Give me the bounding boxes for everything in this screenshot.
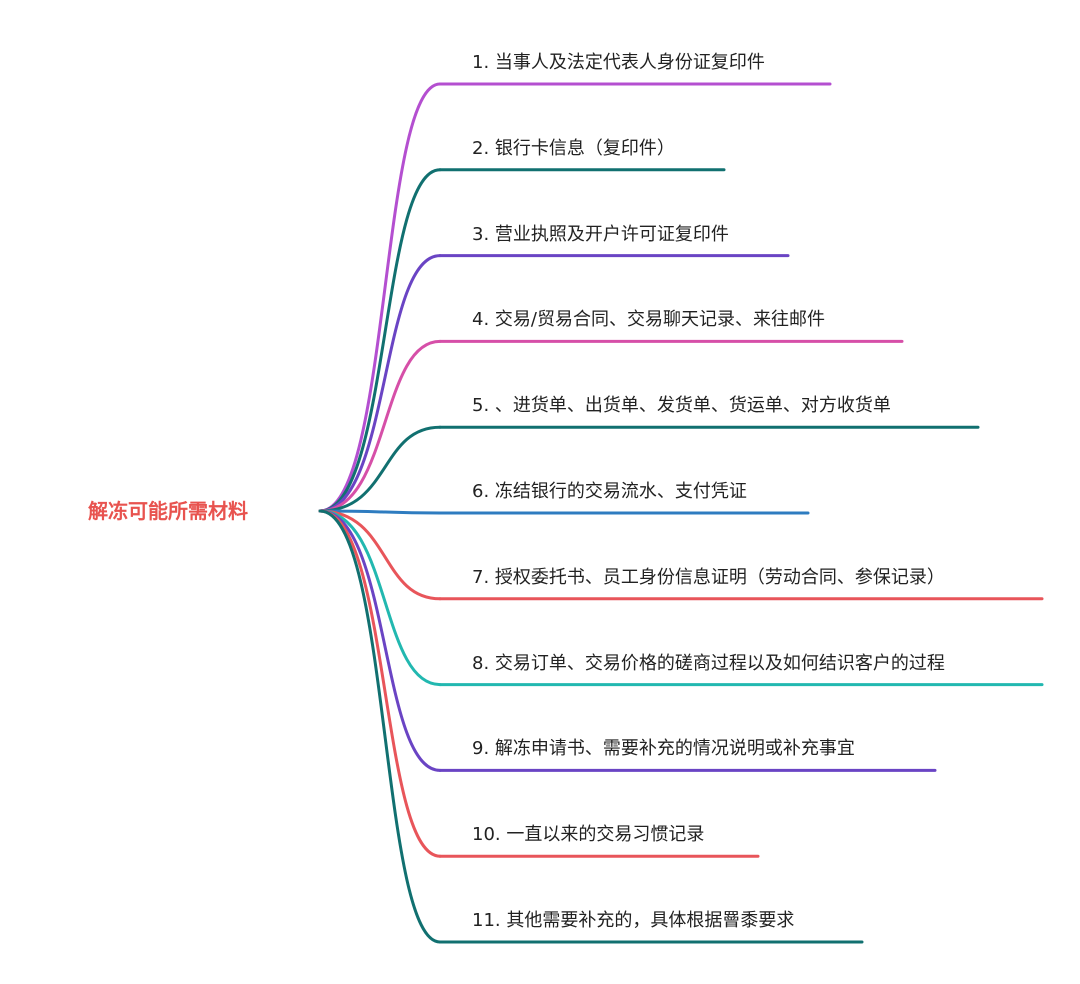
branch-connectors bbox=[318, 82, 1044, 944]
branch-connector bbox=[318, 339, 442, 513]
branch-connector bbox=[318, 168, 442, 513]
branch-label: 7. 授权委托书、员工身份信息证明（劳动合同、参保记录） bbox=[472, 566, 945, 588]
branch-connector bbox=[318, 82, 442, 513]
branch-connector bbox=[318, 509, 442, 515]
branch-label: 9. 解冻申请书、需要补充的情况说明或补充事宜 bbox=[472, 738, 855, 760]
root-node: 解冻可能所需材料 bbox=[88, 499, 248, 523]
branch-connector bbox=[318, 425, 442, 513]
branch-connector bbox=[318, 509, 442, 601]
branch-connector bbox=[318, 509, 442, 858]
branch-label: 3. 营业执照及开户许可证复印件 bbox=[472, 223, 729, 245]
branch-connector bbox=[318, 254, 442, 513]
branch-connector bbox=[318, 509, 442, 687]
branch-label: 10. 一直以来的交易习惯记录 bbox=[472, 824, 705, 846]
branch-label: 4. 交易/贸易合同、交易聊天记录、来往邮件 bbox=[472, 309, 825, 331]
branch-connector bbox=[318, 509, 442, 772]
branch-label: 1. 当事人及法定代表人身份证复印件 bbox=[472, 52, 765, 73]
branch-label: 11. 其他需要补充的，具体根据罾黍要求 bbox=[472, 910, 795, 931]
branch-label: 6. 冻结银行的交易流水、支付凭证 bbox=[472, 481, 747, 502]
branch-label: 8. 交易订单、交易价格的磋商过程以及如何结识客户的过程 bbox=[472, 652, 945, 674]
branch-connector bbox=[318, 509, 442, 944]
branch-label: 2. 银行卡信息（复印件） bbox=[472, 137, 675, 159]
branch-label: 5. 、进货单、出货单、发货单、货运单、对方收货单 bbox=[472, 395, 891, 417]
